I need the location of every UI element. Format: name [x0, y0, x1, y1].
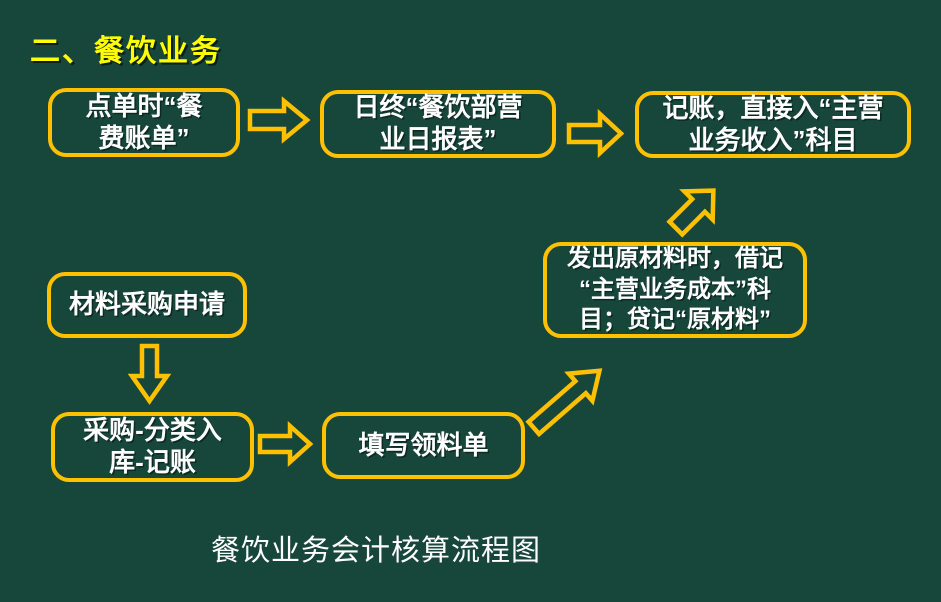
slide-title: 二、餐饮业务: [30, 35, 222, 68]
arrow-right-icon: [566, 108, 625, 159]
flow-box-purchase-storage: 采购-分类入 库-记账: [51, 412, 254, 482]
flow-box-order-bill: 点单时“餐 费账单”: [48, 88, 240, 157]
flow-box-requisition-form: 填写领料单: [322, 412, 525, 479]
arrow-down-icon: [127, 343, 172, 405]
diagram-caption: 餐饮业务会计核算流程图: [211, 535, 542, 567]
flow-box-revenue-entry: 记账，直接入“主营 业务收入”科目: [635, 91, 911, 158]
flow-box-issue-materials: 发出原材料时，借记 “主营业务成本”科 目；贷记“原材料”: [543, 242, 807, 338]
arrow-right-icon: [257, 420, 314, 468]
arrow-right-icon: [247, 96, 311, 144]
arrow-up-right-icon: [658, 172, 732, 246]
arrow-up-right-icon: [519, 353, 616, 445]
flow-box-daily-report: 日终“餐饮部营 业日报表”: [320, 90, 556, 158]
flow-box-purchase-request: 材料采购申请: [47, 272, 247, 338]
